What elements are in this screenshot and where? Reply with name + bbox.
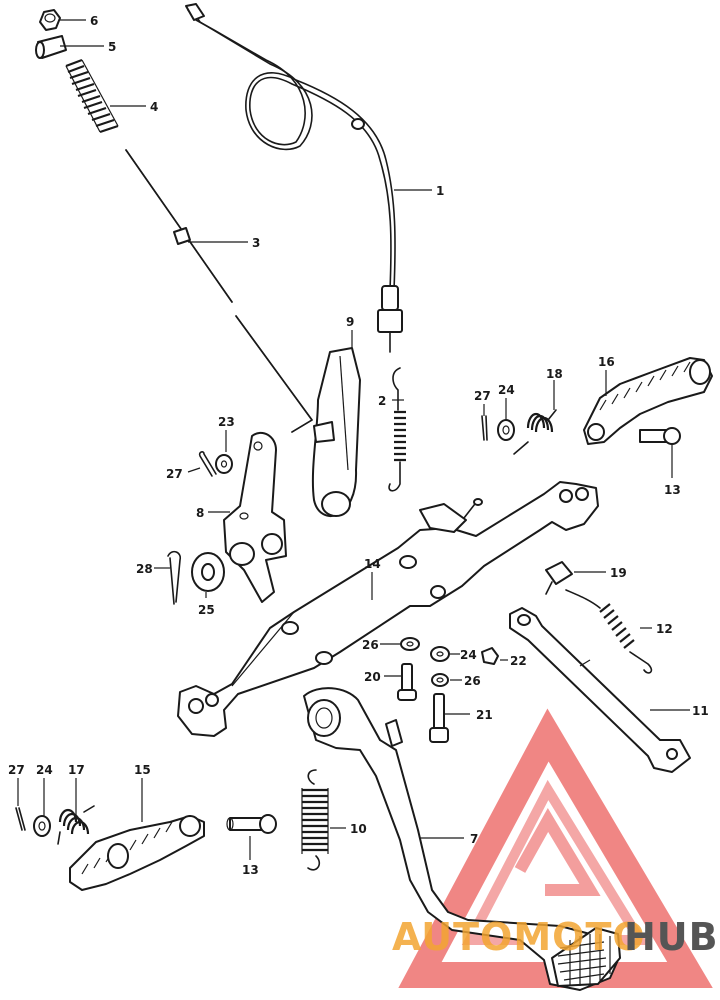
part-5-collar (35, 35, 67, 59)
label-9: 9 (346, 315, 354, 329)
label-26-b: 26 (464, 674, 481, 688)
label-10: 10 (350, 822, 367, 836)
part-22-nut (481, 647, 499, 665)
part-9-brake-arm (311, 347, 361, 517)
part-27-cotter-pin-b (481, 415, 488, 441)
part-11-side-stand (509, 607, 691, 773)
label-27-b: 27 (474, 389, 491, 403)
label-2: 2 (378, 394, 386, 408)
part-13-pin-left (226, 814, 277, 834)
label-15: 15 (134, 763, 151, 777)
part-20-bolt (397, 663, 417, 701)
label-16: 16 (598, 355, 615, 369)
watermark-auto: AUTOMOTO (392, 915, 646, 959)
watermark-text: AUTOMOTO HUB (392, 915, 719, 959)
label-25: 25 (198, 603, 215, 617)
part-16-footpeg-right (583, 357, 713, 445)
label-24-c: 24 (36, 763, 53, 777)
label-23: 23 (218, 415, 235, 429)
part-12-spring (565, 589, 653, 674)
label-6: 6 (90, 14, 98, 28)
part-27-cotter-pin-c (15, 807, 26, 831)
part-4-spring (65, 58, 119, 134)
label-28: 28 (136, 562, 153, 576)
part-8-pivot-arm (223, 431, 287, 603)
label-1: 1 (436, 184, 444, 198)
watermark-hub: HUB (624, 915, 719, 959)
part-10-spring (301, 769, 329, 871)
label-24-a: 24 (498, 383, 515, 397)
label-13-right: 13 (664, 483, 681, 497)
label-22: 22 (510, 654, 527, 668)
label-18: 18 (546, 367, 563, 381)
part-18-spring (513, 409, 557, 455)
part-13-pin-right (639, 427, 681, 445)
label-13-left: 13 (242, 863, 259, 877)
part-2-spring (388, 367, 406, 492)
part-3-brake-rod (125, 149, 313, 433)
label-3: 3 (252, 236, 260, 250)
part-14-step-frame (177, 481, 599, 737)
label-8: 8 (196, 506, 204, 520)
label-24-b: 24 (460, 648, 477, 662)
part-25-washer (191, 552, 225, 592)
label-20: 20 (364, 670, 381, 684)
part-7-brake-pedal (303, 687, 621, 991)
part-19-bolt (545, 561, 573, 595)
label-4: 4 (150, 100, 158, 114)
label-19: 19 (610, 566, 627, 580)
part-27-cotter-pin-a (198, 451, 217, 477)
part-6-nut (39, 9, 61, 31)
label-5: 5 (108, 40, 116, 54)
part-24-washer-a (497, 419, 515, 441)
label-27-a: 27 (166, 467, 183, 481)
part-24-washer-c (33, 815, 51, 837)
part-1-brake-cable (185, 3, 403, 353)
label-21: 21 (476, 708, 493, 722)
part-21-bolt (429, 693, 449, 743)
label-11: 11 (692, 704, 709, 718)
part-labels: 6 5 4 3 1 9 2 23 27 8 28 25 14 27 24 18 … (8, 14, 709, 877)
label-7: 7 (470, 832, 478, 846)
part-17-spring (57, 805, 95, 845)
label-17: 17 (68, 763, 85, 777)
part-24-washer-b (430, 646, 450, 662)
label-12: 12 (656, 622, 673, 636)
label-27-c: 27 (8, 763, 25, 777)
part-23-washer (215, 454, 233, 474)
part-26-washer-b (431, 673, 449, 687)
label-26-a: 26 (362, 638, 379, 652)
part-26-washer-a (400, 637, 420, 651)
leader-lines (17, 19, 690, 860)
label-14: 14 (364, 557, 381, 571)
part-15-footpeg-left (69, 815, 205, 891)
part-28-cotter-pin (167, 550, 182, 605)
